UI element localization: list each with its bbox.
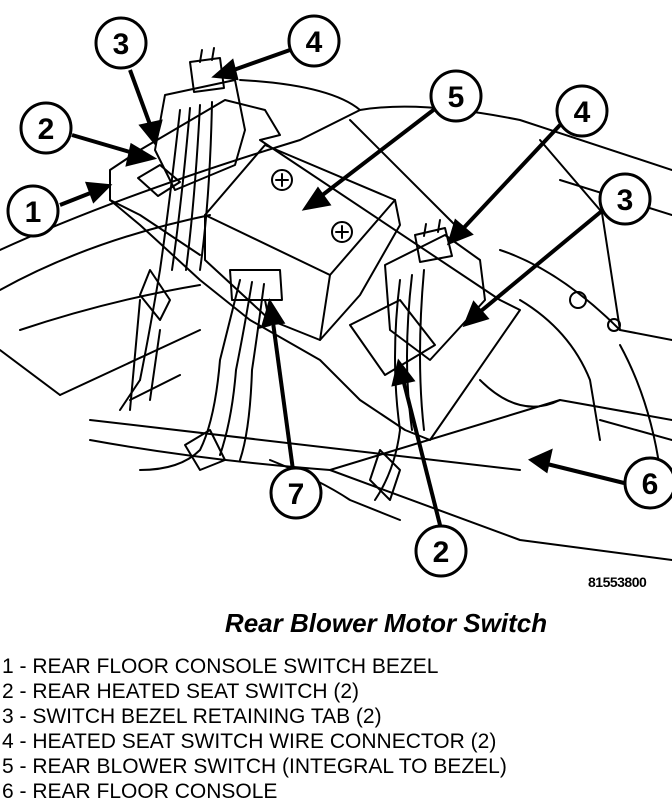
legend-item: 5 - REAR BLOWER SWITCH (INTEGRAL TO BEZE…	[2, 755, 507, 778]
leader-arrow-7	[261, 298, 295, 471]
callout-1-number: 1	[25, 196, 42, 229]
blower-switch-drawing	[204, 144, 401, 341]
callouts: 1 2 3 4 5 4 3 6	[6, 14, 672, 578]
legend-item: 4 - HEATED SEAT SWITCH WIRE CONNECTOR (2…	[2, 730, 497, 753]
figure-id: 81553800	[588, 574, 647, 590]
left-heated-seat-switch-drawing	[119, 47, 246, 411]
leader-arrow-2-right	[391, 358, 442, 526]
leader-arrow-4-left	[211, 48, 291, 81]
callout-7: 7	[269, 466, 323, 520]
callout-2-left: 2	[19, 101, 73, 155]
legend-item: 1 - REAR FLOOR CONSOLE SWITCH BEZEL	[2, 655, 439, 678]
callout-6: 6	[623, 456, 672, 510]
legend-item: 2 - REAR HEATED SEAT SWITCH (2)	[2, 680, 360, 703]
figure-caption: Rear Blower Motor Switch	[224, 608, 548, 638]
callout-3-right: 3	[598, 172, 652, 226]
callout-4-left: 4	[287, 14, 341, 68]
callout-2-right-number: 2	[433, 536, 450, 569]
callout-2-left-number: 2	[38, 113, 55, 146]
legend-item: 6 - REAR FLOOR CONSOLE	[2, 780, 278, 803]
callout-4-left-number: 4	[306, 26, 323, 59]
leader-arrow-4-right	[446, 123, 562, 246]
callout-3-right-number: 3	[617, 184, 634, 217]
callout-2-right: 2	[414, 524, 468, 578]
callout-4-right: 4	[555, 84, 609, 138]
leader-arrow-5	[301, 106, 438, 211]
switch-bezel-drawing	[109, 99, 521, 441]
rear-blower-switch-illustration: 1 2 3 4 5 4 3 6	[0, 14, 672, 578]
leader-arrow-6	[527, 448, 625, 485]
leader-arrow-1	[59, 181, 113, 207]
wire-harness-drawing	[139, 269, 401, 521]
callout-5-number: 5	[448, 81, 465, 114]
leader-arrow-3-right	[462, 208, 605, 328]
callout-7-number: 7	[288, 478, 305, 511]
legend-item: 3 - SWITCH BEZEL RETAINING TAB (2)	[2, 705, 382, 728]
callout-6-number: 6	[642, 468, 659, 501]
callout-5: 5	[429, 69, 483, 123]
callout-4-right-number: 4	[574, 96, 591, 129]
legend-list: 1 - REAR FLOOR CONSOLE SWITCH BEZEL 2 - …	[2, 654, 507, 804]
callout-1: 1	[6, 184, 60, 238]
leader-arrow-3-left	[128, 69, 163, 147]
callout-3-left: 3	[94, 16, 148, 70]
leader-arrow-2-left	[71, 133, 158, 167]
callout-3-left-number: 3	[113, 28, 130, 61]
rear-floor-console-drawing	[0, 79, 672, 561]
leader-arrows	[59, 48, 625, 526]
